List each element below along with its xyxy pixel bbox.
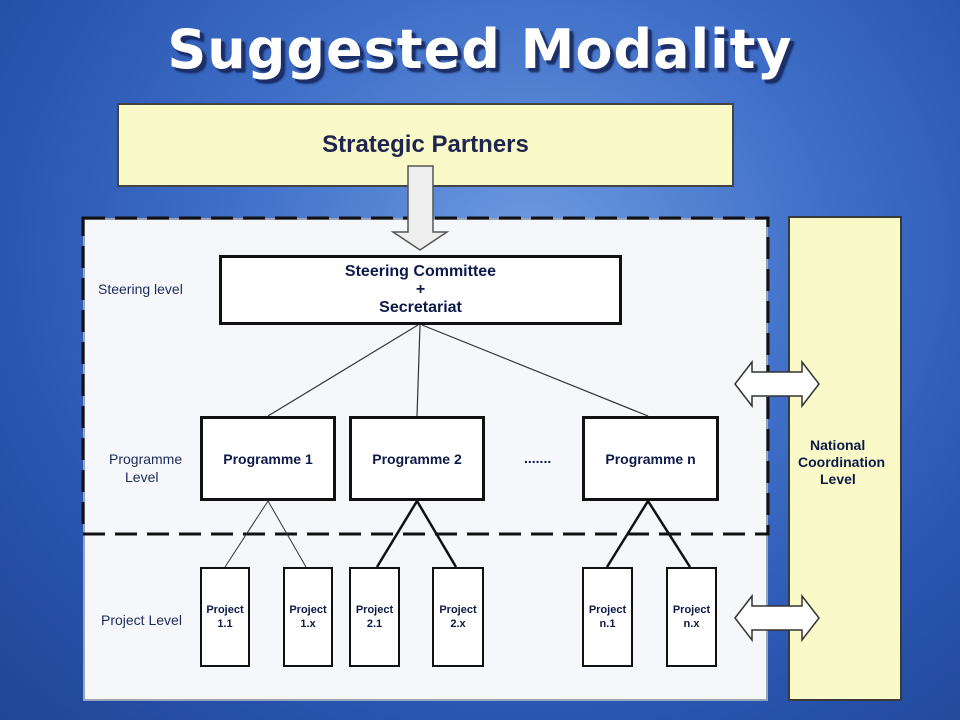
- project-level-label: Project Level: [101, 612, 182, 628]
- ellipsis: .......: [524, 450, 552, 466]
- project-label: Project: [289, 604, 327, 616]
- programme-box: Programme 2: [349, 416, 485, 501]
- project-label: Project: [588, 604, 627, 616]
- programme-level-label-line2: Level: [125, 469, 159, 485]
- steering-committee-line3: Secretariat: [379, 299, 462, 316]
- project-box: Project n.x: [666, 567, 717, 667]
- double-arrow-icon: [734, 593, 820, 643]
- project-box: Project 2.1: [349, 567, 400, 667]
- steering-committee-box: Steering Committee + Secretariat: [219, 255, 622, 325]
- project-number: 2.x: [450, 618, 466, 630]
- national-line3: Level: [820, 471, 856, 487]
- project-box: Project 1.x: [283, 567, 333, 667]
- connector-prog1-proj11: [224, 500, 269, 568]
- connector-prog2-proj2x: [415, 500, 458, 568]
- connector-steer-prog2: [416, 324, 421, 417]
- connector-prog1-proj1x: [267, 500, 307, 568]
- project-box: Project n.1: [582, 567, 633, 667]
- connector-progn-projn1: [605, 500, 650, 568]
- connector-steer-prog1: [267, 324, 419, 417]
- project-number: 1.1: [217, 618, 233, 630]
- national-coordination-label: National Coordination Level: [790, 437, 902, 488]
- project-number: n.1: [599, 618, 616, 630]
- double-arrow-icon: [734, 359, 820, 409]
- project-label: Project: [355, 604, 394, 616]
- strategic-partners-box: Strategic Partners: [117, 103, 734, 187]
- project-number: 1.x: [300, 618, 316, 630]
- national-line2: Coordination: [798, 454, 886, 470]
- steering-committee-line2: +: [415, 281, 426, 298]
- steering-committee-line1: Steering Committee: [344, 263, 497, 280]
- project-number: n.x: [683, 618, 700, 630]
- connector-prog2-proj21: [375, 500, 419, 568]
- programme-level-label-line1: Programme: [109, 451, 183, 467]
- steering-level-label: Steering level: [98, 281, 183, 297]
- connector-progn-projnx: [646, 500, 692, 568]
- programme-box: Programme n: [582, 416, 719, 501]
- project-label: Project: [206, 604, 244, 616]
- national-line1: National: [810, 437, 866, 453]
- project-box: Project 2.x: [432, 567, 484, 667]
- programme-box: Programme 1: [200, 416, 336, 501]
- project-box: Project 1.1: [200, 567, 250, 667]
- connector-steer-progn: [421, 324, 649, 417]
- project-number: 2.1: [366, 618, 383, 630]
- project-label: Project: [672, 604, 711, 616]
- page-title: Suggested Modality: [167, 18, 793, 81]
- project-label: Project: [439, 604, 477, 616]
- down-arrow-icon: [390, 165, 450, 251]
